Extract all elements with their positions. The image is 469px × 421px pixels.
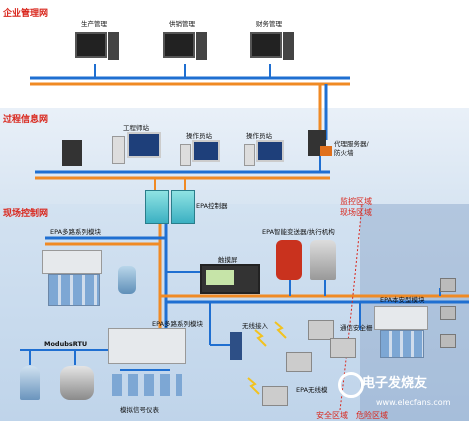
- multi-module-top-label: EPA多路系列模块: [50, 228, 102, 236]
- monitor-icon: [250, 32, 282, 58]
- watermark-url: www.elecfans.com: [376, 398, 451, 407]
- enterprise-zone-title: 企业管理网: [3, 9, 49, 19]
- operator-station-2-label: 操作员站: [246, 132, 272, 140]
- tower-icon: [108, 32, 119, 60]
- pc-label: 生产管理: [81, 20, 107, 28]
- server-icon: [62, 140, 82, 166]
- sensor-1: [440, 278, 456, 292]
- monitor-icon: [163, 32, 195, 58]
- multi-module-mid-label: EPA多路系列模块: [152, 320, 204, 328]
- wireless-box-4: [262, 386, 288, 406]
- intrinsic-io-row: [380, 330, 424, 358]
- controller-label: EPA控制器: [196, 202, 228, 210]
- wireless-ap: [230, 332, 242, 360]
- valve-actuator: [310, 240, 336, 280]
- io-modules-row: [48, 274, 100, 306]
- multi-module-mid: [108, 328, 186, 364]
- smart-transmitter-label: EPA智能变送器/执行机构: [262, 228, 335, 236]
- modbus-label: ModubsRTU: [44, 340, 88, 348]
- wireless-box-2: [330, 338, 356, 358]
- watermark-cn: 电子发烧友: [362, 376, 428, 391]
- field-zone-title: 现场控制网: [3, 209, 49, 219]
- monitor-icon: [256, 140, 284, 162]
- multi-module-rack: [42, 250, 102, 274]
- touch-screen-display: [206, 270, 234, 285]
- sensor-3: [440, 334, 456, 348]
- field-zone-label: 现场区域: [340, 208, 372, 217]
- wireless-access-label: 无线接入: [242, 322, 268, 330]
- watermark-logo-icon: [338, 372, 364, 398]
- firewall-icon: [320, 146, 332, 156]
- engineer-station: [112, 132, 162, 168]
- safety-barrier-label: 通信安全栅: [340, 324, 373, 332]
- operator-station-1-label: 操作员站: [186, 132, 212, 140]
- analog-meter-label: 模拟信号仪表: [120, 406, 159, 414]
- epa-controller-1: [145, 190, 169, 224]
- wireless-box-3: [286, 352, 312, 372]
- safe-zone-label: 安全区域: [316, 411, 348, 420]
- monitor-icon: [75, 32, 107, 58]
- tower-icon: [196, 32, 207, 60]
- pressure-transmitter: [20, 366, 40, 400]
- analog-instruments: [112, 374, 182, 396]
- engineer-station-label: 工程师站: [123, 124, 149, 132]
- operator-station-1: [180, 140, 220, 168]
- pc-label: 财务管理: [256, 20, 282, 28]
- enterprise-pc-production: 生产管理: [75, 18, 125, 64]
- transmitter-device: [118, 266, 136, 294]
- monitor-zone-label: 监控区域: [340, 197, 372, 206]
- wireless-box-1: [308, 320, 334, 340]
- tower-icon: [283, 32, 294, 60]
- tower-icon: [180, 144, 191, 166]
- monitor-icon: [127, 132, 161, 158]
- enterprise-pc-sales: 供销管理: [163, 18, 213, 64]
- wireless-module-label: EPA无线模: [296, 386, 328, 394]
- monitor-icon: [192, 140, 220, 162]
- touch-screen: [200, 264, 260, 294]
- sensor-2: [440, 306, 456, 320]
- tower-icon: [244, 144, 255, 166]
- enterprise-pc-finance: 财务管理: [250, 18, 300, 64]
- process-zone-title: 过程信息网: [3, 115, 49, 125]
- proxy-label: 代理服务器/ 防火墙: [334, 140, 369, 157]
- touch-screen-label: 触摸屏: [218, 256, 238, 264]
- pc-label: 供销管理: [169, 20, 195, 28]
- intrinsic-module-label: EPA本安型模块: [380, 296, 425, 304]
- intrinsic-module: [374, 306, 428, 330]
- actuator-red: [276, 240, 302, 280]
- tower-icon: [112, 136, 125, 164]
- epa-controller-2: [171, 190, 195, 224]
- danger-zone-label: 危险区域: [356, 411, 388, 420]
- flow-meter: [60, 366, 94, 400]
- operator-station-2: [244, 140, 284, 168]
